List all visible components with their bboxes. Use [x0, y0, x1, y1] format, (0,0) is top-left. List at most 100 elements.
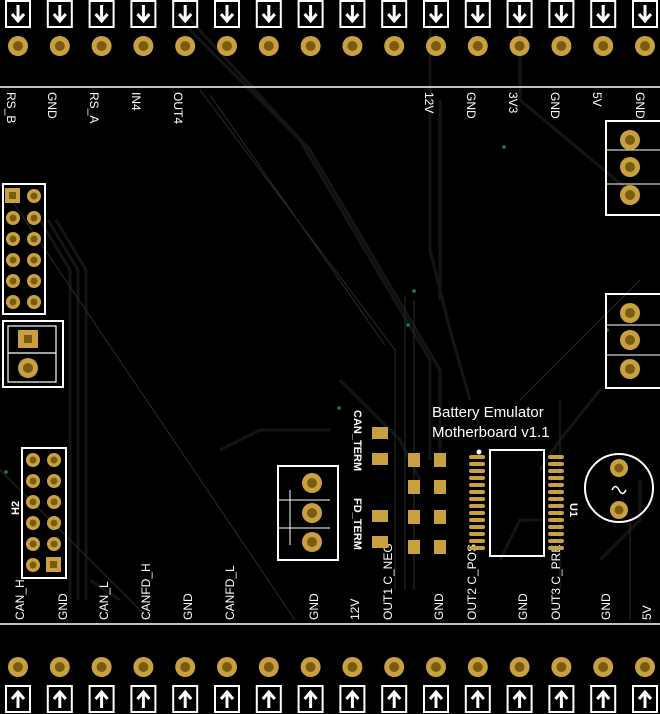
bottom-header-labels: CAN_H GND CAN_L CANFD_H GND CANFD_L GND …	[13, 543, 654, 620]
bottom-label-can-l: CAN_L	[97, 581, 111, 620]
arrow-down-icon	[470, 5, 485, 24]
top-label-rs-a: RS_A	[87, 92, 101, 123]
right-terminal-upper	[605, 120, 660, 216]
bottom-label-can-h: CAN_H	[13, 579, 27, 620]
copper-traces	[38, 18, 642, 602]
u1-pin-left	[469, 476, 485, 480]
u1-pin-right	[548, 504, 564, 508]
sine-wave-icon	[611, 485, 627, 495]
can-term-jumper: CAN_TERM	[351, 410, 388, 471]
bottom-label-12v: 12V	[348, 599, 362, 620]
u1-pin-right	[548, 511, 564, 515]
arrow-down-icon	[219, 5, 235, 24]
u1-pin-right	[548, 539, 564, 543]
bottom-pin-14	[548, 657, 575, 713]
arrow-up-icon	[219, 689, 235, 708]
arrow-down-icon	[10, 5, 26, 24]
bottom-pin-13	[506, 657, 533, 713]
top-label-5v: 5V	[590, 92, 604, 107]
center-terminal-3pin	[277, 465, 339, 561]
top-label-gnd-2: GND	[464, 92, 478, 119]
arrow-down-icon	[512, 5, 527, 24]
top-pin-12	[464, 0, 491, 56]
u1-pin-left	[469, 518, 485, 522]
arrow-up-icon	[178, 689, 193, 708]
bottom-label-out3: OUT3 C_PRE	[549, 545, 563, 620]
u1-pin-right	[548, 483, 564, 487]
u1-pin-left	[469, 539, 485, 543]
u1-pin-right	[548, 469, 564, 473]
top-pin-14	[548, 0, 575, 56]
top-pin-row	[5, 0, 658, 56]
right-terminal-lower	[605, 293, 660, 389]
board-title-line2: Motherboard v1.1	[432, 424, 550, 441]
u1-pin-left	[469, 455, 485, 459]
arrow-down-icon	[345, 5, 360, 24]
bottom-pin-3	[88, 657, 115, 713]
u1-pin-right	[548, 490, 564, 494]
arrow-down-icon	[94, 5, 109, 24]
u1-pin-right	[548, 455, 564, 459]
arrow-up-icon	[136, 689, 151, 708]
u1-label: U1	[567, 503, 579, 517]
bottom-label-5v: 5V	[640, 605, 654, 620]
arrow-down-icon	[428, 5, 444, 24]
bottom-label-gnd-3: GND	[307, 593, 321, 620]
arrow-down-icon	[136, 5, 151, 24]
bottom-pin-9	[339, 657, 366, 713]
can-term-label: CAN_TERM	[351, 410, 363, 471]
left-terminal-2pin	[2, 320, 64, 388]
top-pin-13	[506, 0, 533, 56]
arrow-up-icon	[10, 689, 26, 708]
u1-pin-right	[548, 476, 564, 480]
arrow-down-icon	[52, 5, 67, 24]
bottom-pin-15	[590, 657, 617, 713]
top-pin-8	[297, 0, 324, 56]
bottom-label-gnd-2: GND	[181, 593, 195, 620]
bottom-label-gnd-5: GND	[516, 593, 530, 620]
bottom-pin-10	[381, 657, 408, 713]
bottom-pin-4	[130, 657, 157, 713]
u1-pin-left	[469, 483, 485, 487]
top-label-gnd-3: GND	[548, 92, 562, 119]
bottom-pin-row	[5, 657, 658, 713]
h2-pin-header: H2	[10, 447, 67, 579]
u1-pin-right	[548, 546, 564, 550]
arrow-up-icon	[512, 689, 527, 708]
arrow-up-icon	[303, 689, 318, 708]
top-label-rs-b: RS_B	[4, 92, 18, 123]
u1-pin-left	[469, 546, 485, 550]
u1-ic: U1	[469, 449, 579, 557]
bottom-label-gnd-4: GND	[432, 593, 446, 620]
top-pin-7	[255, 0, 282, 56]
arrow-up-icon	[596, 689, 611, 708]
u1-pin-left	[469, 462, 485, 466]
bottom-label-out2: OUT2 C_POS	[465, 544, 479, 620]
u1-pin-left	[469, 497, 485, 501]
signal-source-symbol	[584, 453, 654, 523]
bottom-label-gnd-1: GND	[56, 593, 70, 620]
top-pin-9	[339, 0, 366, 56]
top-header-labels: RS_B GND RS_A IN4 OUT4 12V GND 3V3 GND 5…	[4, 92, 647, 124]
arrow-down-icon	[554, 5, 569, 24]
bottom-pin-16	[632, 657, 658, 713]
h2-label: H2	[10, 501, 22, 515]
arrow-up-icon	[470, 689, 485, 708]
u1-pin-right	[548, 462, 564, 466]
arrow-up-icon	[428, 689, 444, 708]
arrow-up-icon	[387, 689, 402, 708]
top-pin-11	[423, 0, 449, 56]
top-pin-15	[590, 0, 617, 56]
bottom-label-out1: OUT1 C_NEG	[381, 543, 395, 620]
arrow-up-icon	[554, 689, 569, 708]
board-title-line1: Battery Emulator	[432, 404, 544, 421]
left-pin-header-2x6	[2, 183, 46, 315]
u1-pin-left	[469, 490, 485, 494]
top-label-12v: 12V	[422, 92, 436, 113]
u1-pin-left	[469, 525, 485, 529]
u1-pin-left	[469, 504, 485, 508]
u1-pin-right	[548, 497, 564, 501]
arrow-down-icon	[261, 5, 276, 24]
top-label-in4: IN4	[129, 92, 143, 111]
smd-resistor-pads	[408, 453, 446, 554]
